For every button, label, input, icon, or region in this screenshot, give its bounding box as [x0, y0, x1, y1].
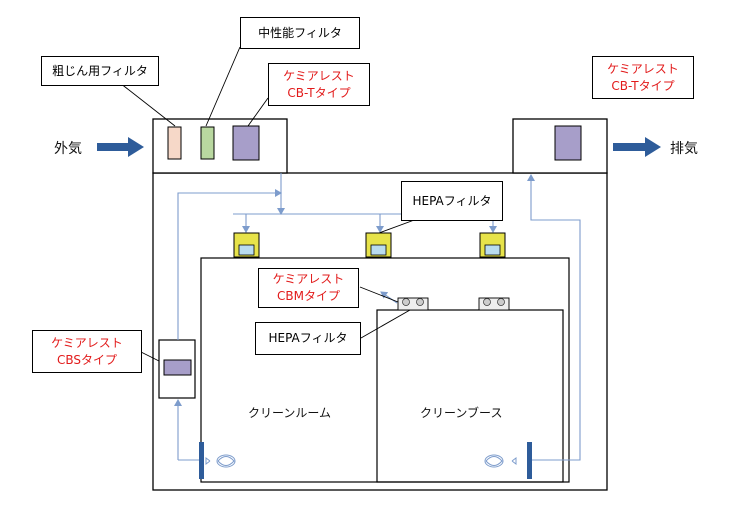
hepa-unit-2	[365, 232, 392, 258]
cbm-line1: ケミアレスト	[272, 272, 345, 286]
return-grille-left	[199, 442, 204, 479]
medium-filter-callout: 中性能フィルタ	[240, 17, 360, 49]
outside-air-arrow	[97, 137, 144, 157]
cbt-right-line2: CB-Tタイプ	[611, 78, 675, 93]
duct-lines	[174, 173, 581, 461]
cbt-left-line1: ケミアレスト	[283, 68, 355, 83]
cbs-line1: ケミアレスト	[51, 335, 123, 350]
coarse-filter-callout: 粗じん用フィルタ	[41, 56, 159, 86]
cbt-filter-left	[232, 125, 260, 161]
swirl-left	[205, 454, 236, 468]
cbm-line2: CBMタイプ	[277, 289, 340, 303]
cbm-unit-1	[397, 297, 429, 311]
outside-air-label: 外気	[54, 141, 82, 157]
coarse-filter-label: 粗じん用フィルタ	[52, 63, 148, 78]
medium-filter	[200, 126, 215, 160]
clean-room-label: クリーンルーム	[248, 406, 332, 420]
coarse-filter	[167, 126, 182, 160]
exhaust-arrow	[613, 137, 661, 157]
clean-booth-label: クリーンブース	[420, 406, 503, 420]
cbt-filter-right	[554, 125, 582, 161]
building-frame	[152, 172, 608, 491]
hepa-unit-3	[479, 232, 506, 258]
hepa-mid-label: HEPAフィルタ	[268, 331, 348, 345]
cbs-filter	[163, 359, 192, 376]
cbs-callout: ケミアレスト CBSタイプ	[32, 330, 142, 373]
clean-booth-boundary	[376, 309, 564, 483]
hepa-top-label: HEPAフィルタ	[412, 193, 492, 208]
cbt-right-callout: ケミアレスト CB-Tタイプ	[592, 56, 694, 99]
clean-room-boundary	[200, 257, 570, 483]
medium-filter-label: 中性能フィルタ	[258, 25, 342, 40]
cbs-line2: CBSタイプ	[56, 352, 118, 367]
cbm-callout: ケミアレスト CBMタイプ	[258, 268, 359, 308]
exhaust-label: 排気	[670, 141, 698, 157]
cbt-left-line2: CB-Tタイプ	[287, 85, 351, 100]
cbm-unit-2	[478, 297, 510, 311]
swirl-right	[484, 454, 517, 468]
hepa-top-callout: HEPAフィルタ	[401, 181, 503, 221]
leader-lines	[119, 46, 418, 362]
return-grille-right	[527, 442, 532, 479]
hepa-unit-1	[233, 232, 260, 258]
cbt-left-callout: ケミアレスト CB-Tタイプ	[268, 63, 370, 106]
cbt-right-line1: ケミアレスト	[607, 61, 679, 76]
hepa-mid-callout: HEPAフィルタ	[255, 322, 361, 355]
